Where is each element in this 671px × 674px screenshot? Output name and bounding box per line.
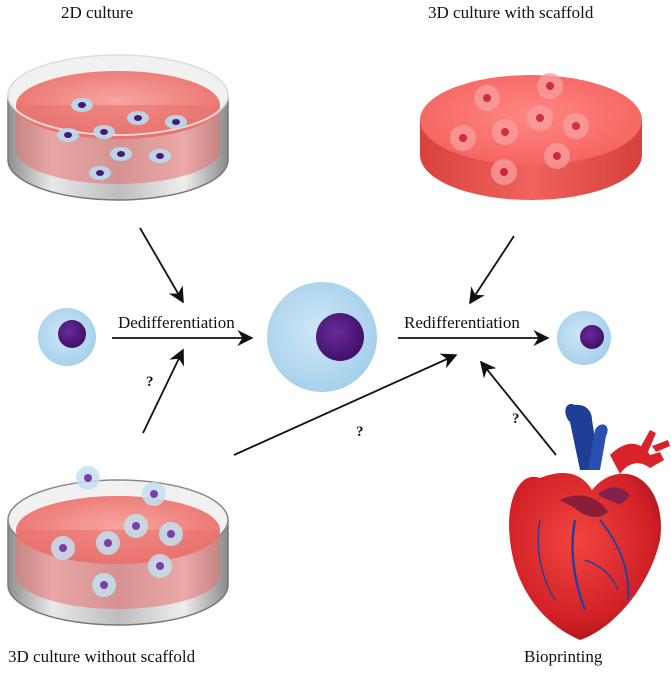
label-2d-culture: 2D culture (61, 3, 134, 22)
arrow-3d-to-dediff (142, 348, 184, 434)
label-dedifferentiation: Dedifferentiation (118, 313, 235, 332)
cell-icon-small-left (38, 308, 96, 366)
question-mark-bioprint: ? (512, 411, 520, 427)
question-mark-3d-rediff: ? (356, 424, 364, 440)
cell-icon-small-right (557, 311, 611, 365)
arrow-bioprint-to-rediff (479, 360, 557, 456)
question-mark-3d-dediff: ? (146, 374, 154, 390)
petri-dish-2d-icon (7, 54, 229, 201)
label-redifferentiation: Redifferentiation (404, 313, 520, 332)
petri-dish-3d-icon (7, 466, 229, 626)
cell-group-scaffold (450, 73, 589, 185)
label-bioprinting: Bioprinting (524, 647, 603, 666)
label-3d-culture-with-scaffold: 3D culture with scaffold (428, 3, 594, 22)
arrow-2d-to-dediff (139, 227, 184, 304)
arrow-3d-to-rediff (233, 353, 458, 456)
arrow-group (112, 227, 557, 456)
cell-icon-dedifferentiated (267, 282, 377, 392)
scaffold-disc-icon (420, 73, 642, 200)
cell-group-spheroid (51, 466, 183, 597)
cell-group-2d (57, 98, 187, 180)
arrow-scaffold-to-rediff (469, 235, 515, 305)
label-3d-culture-without-scaffold: 3D culture without scaffold (8, 647, 196, 666)
heart-icon (509, 403, 670, 640)
